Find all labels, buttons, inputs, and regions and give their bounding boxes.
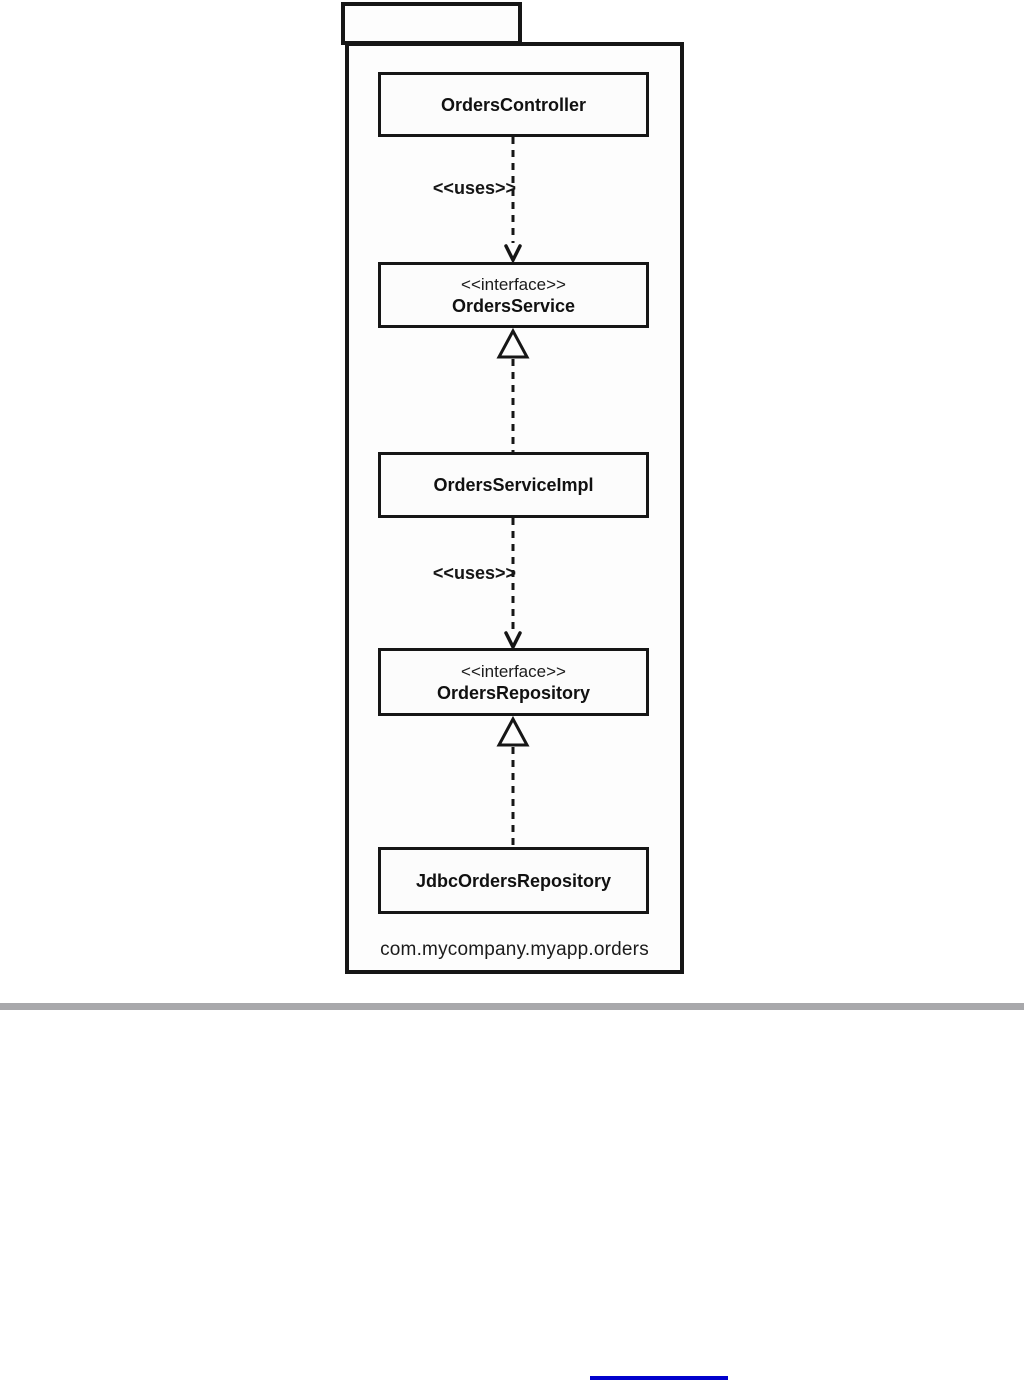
package-tab — [341, 2, 522, 45]
class-stereotype: <<interface>> — [461, 274, 566, 294]
class-box-orders-service-impl: OrdersServiceImpl — [378, 452, 649, 518]
class-name: OrdersRepository — [436, 682, 591, 703]
class-name: OrdersController — [440, 94, 587, 115]
package-name-label: com.mycompany.myapp.orders — [380, 939, 649, 960]
class-box-jdbc-orders-repository: JdbcOrdersRepository — [378, 847, 649, 914]
class-box-orders-repository: <<interface>> OrdersRepository — [378, 648, 649, 716]
clipped-hyperlink-underline[interactable] — [590, 1376, 728, 1380]
class-name: JdbcOrdersRepository — [415, 870, 612, 891]
class-stereotype: <<interface>> — [461, 661, 566, 681]
uses-label-controller-to-service: <<uses>> — [432, 178, 516, 198]
uses-label-serviceimpl-to-repository: <<uses>> — [432, 563, 516, 583]
horizontal-divider — [0, 1003, 1024, 1010]
class-box-orders-controller: OrdersController — [378, 72, 649, 137]
class-name: OrdersService — [451, 295, 576, 316]
class-name: OrdersServiceImpl — [433, 475, 594, 495]
class-box-orders-service: <<interface>> OrdersService — [378, 262, 649, 328]
